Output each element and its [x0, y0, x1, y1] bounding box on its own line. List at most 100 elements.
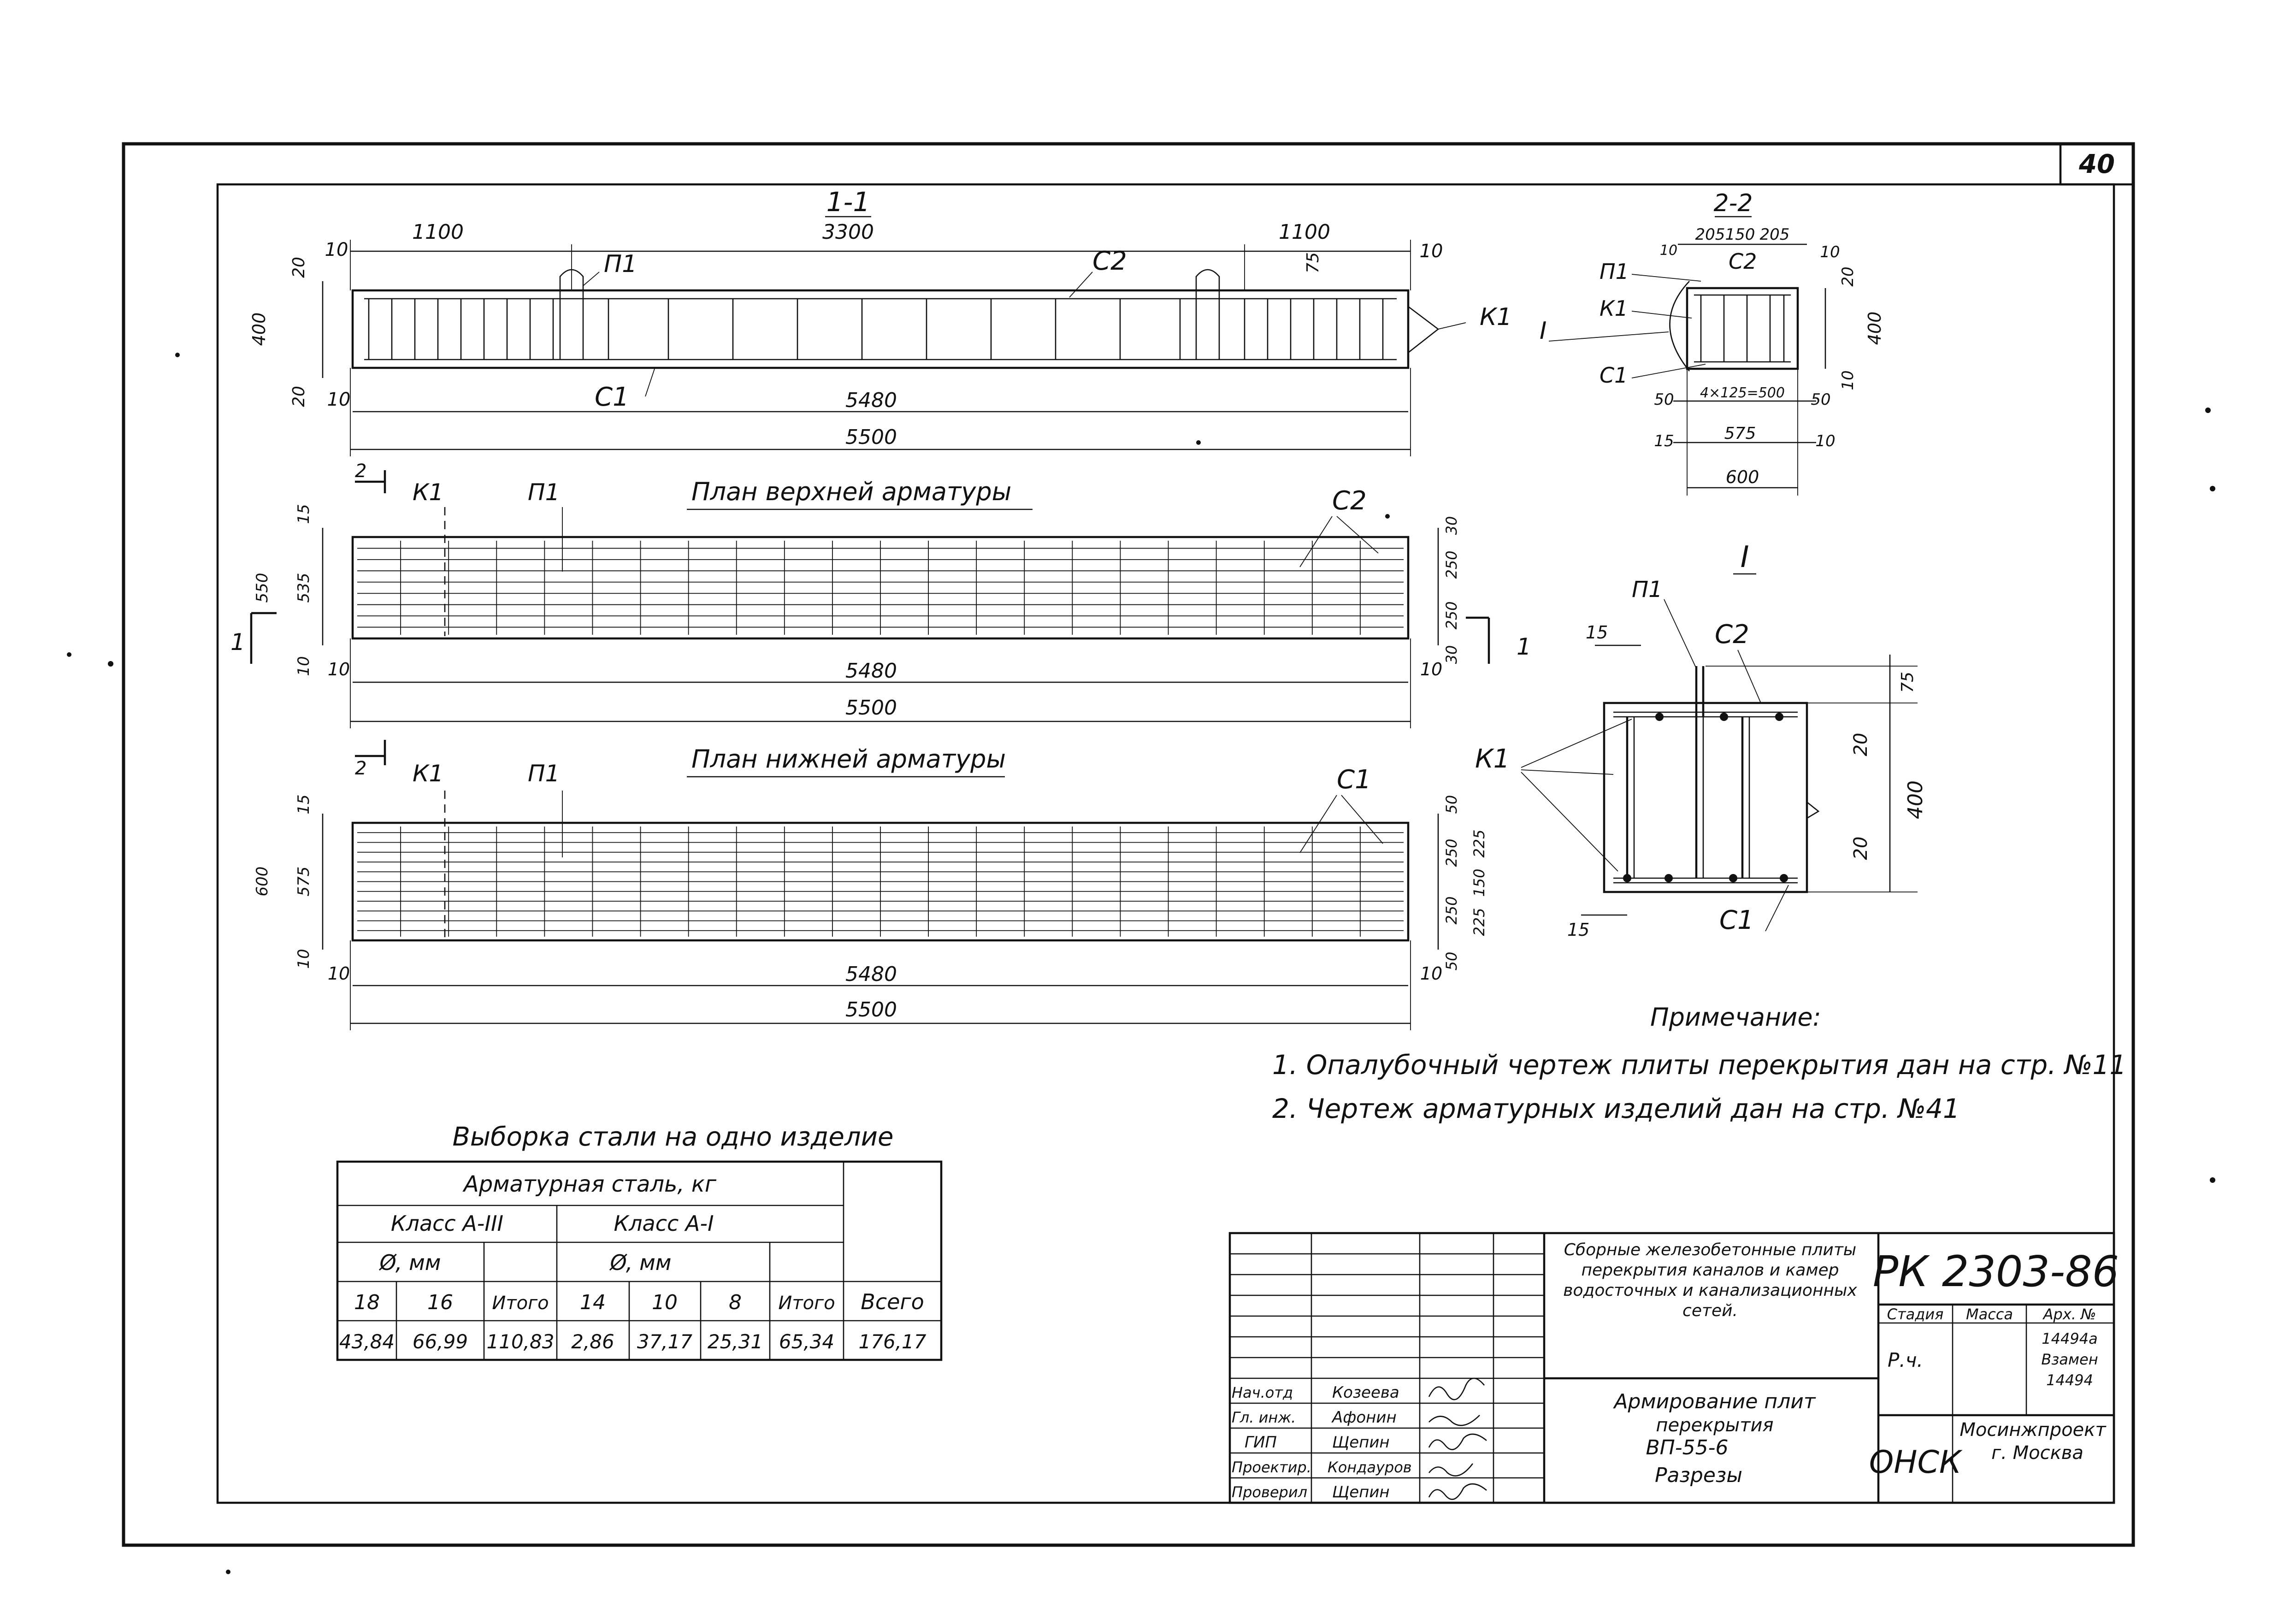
dim-22-10c: 10 [1815, 432, 1835, 450]
steel-col-total-a3: Итого [492, 1293, 549, 1314]
arch-label: Арх. № [2042, 1305, 2096, 1323]
beam-section-outline [351, 289, 1410, 369]
dim-22-575: 575 [1724, 424, 1756, 443]
steel-table-title: Выборка стали на одно изделие [452, 1122, 893, 1152]
org-name-2: г. Москва [1991, 1442, 2084, 1464]
note-1: 1. Опалубочный чертеж плиты перекрытия д… [1272, 1049, 2126, 1081]
top-dim-535: 535 [295, 573, 313, 603]
steel-col-8: 8 [729, 1291, 742, 1314]
top-dim-10: 10 [295, 656, 313, 676]
label-22-roman: I [1540, 317, 1546, 345]
project-title-box: Сборные железобетонные плиты перекрытия … [1563, 1240, 1857, 1320]
dim-10-left: 10 [325, 239, 348, 260]
label-c2: С2 [1092, 246, 1127, 276]
detail-p1: П1 [1632, 577, 1663, 602]
top-dim-10b: 10 [328, 659, 350, 679]
signature-2 [1428, 1433, 1487, 1450]
title-block: Нач.отд Козеева Гл. инж. Афонин ГИП Щепи… [1228, 1232, 2119, 1504]
detail-k1: К1 [1475, 744, 1510, 774]
name-4: Щепин [1332, 1483, 1390, 1501]
dim-22-150: 150 [1725, 225, 1755, 244]
steel-diam-a1: Ø, мм [609, 1250, 672, 1275]
steel-class-a3: Класс А-III [391, 1211, 503, 1236]
dim-22-50b: 50 [1811, 390, 1830, 409]
bot-dim-225b: 225 [1470, 908, 1488, 936]
org-short: ОНСК [1869, 1444, 1963, 1481]
top-dim-30a: 30 [1443, 516, 1460, 535]
dim-22-10: 10 [1660, 242, 1677, 259]
bot-dim-50b: 50 [1443, 952, 1460, 971]
section-2-2-title: 2-2 [1714, 189, 1753, 217]
arch-value-2: Взамен [2041, 1351, 2098, 1368]
signature-1 [1428, 1415, 1480, 1426]
top-dim-250b: 250 [1443, 601, 1460, 629]
bottom-plan-p1: П1 [528, 760, 560, 787]
dim-400: 400 [249, 313, 269, 346]
steel-table: Выборка стали на одно изделие Арматурная… [336, 1122, 943, 1361]
signature-0 [1428, 1377, 1485, 1400]
role-3: Проектир. [1232, 1459, 1311, 1476]
section-marker-left: 1 [230, 629, 245, 656]
detail-title: I [1741, 540, 1749, 574]
steel-val-18: 43,84 [339, 1330, 395, 1353]
dim-22-600: 600 [1726, 467, 1759, 487]
sheet-title-4: Разрезы [1655, 1464, 1742, 1487]
stirrups [368, 299, 1384, 360]
top-dim-30b: 30 [1443, 645, 1460, 664]
dim-22-50a: 50 [1654, 390, 1674, 409]
top-dim-5500: 5500 [845, 696, 897, 720]
bot-dim-10r: 10 [1420, 963, 1442, 984]
dim-22-15: 15 [1654, 432, 1674, 450]
sheet-number-box [2059, 142, 2135, 186]
bottom-plan: План нижней арматуры 2 К1 П1 С1 15 600 5… [253, 740, 1488, 1030]
section-2-2: 2-2 10 205 150 205 10 I П1 С2 К1 С1 20 4… [1540, 189, 1885, 496]
bot-dim-575: 575 [295, 867, 313, 897]
stage-value: Р.ч. [1888, 1349, 1923, 1371]
label-22-p1: П1 [1600, 259, 1629, 284]
bottom-plan-outline [351, 821, 1410, 942]
detail-dim-15b: 15 [1567, 920, 1589, 940]
section-1-1: 1-1 1100 3300 1100 10 10 75 [249, 186, 1512, 456]
detail-c1: С1 [1719, 905, 1754, 935]
dim-20-bottom: 20 [289, 386, 308, 407]
role-2: ГИП [1245, 1433, 1277, 1452]
dim-5480: 5480 [845, 389, 897, 412]
sheet-title-3: ВП-55-6 [1646, 1436, 1728, 1459]
note-2: 2. Чертеж арматурных изделий дан на стр.… [1272, 1093, 1960, 1124]
bottom-plan-marker: 2 [355, 758, 366, 779]
sheet-number: 40 [2078, 149, 2115, 179]
dim-22-20: 20 [1839, 266, 1857, 286]
name-2: Щепин [1332, 1433, 1390, 1452]
bot-dim-10: 10 [295, 949, 313, 968]
bot-dim-600: 600 [253, 867, 272, 897]
detail-dim-15a: 15 [1586, 622, 1608, 643]
steel-col-total-a1: Итого [778, 1293, 835, 1314]
steel-val-10: 37,17 [637, 1330, 693, 1353]
steel-diam-a3: Ø, мм [379, 1250, 441, 1275]
bot-dim-250a: 250 [1443, 839, 1460, 867]
top-plan-marker: 2 [355, 461, 366, 482]
bot-dim-50a: 50 [1443, 795, 1460, 814]
stage-label: Стадия [1887, 1305, 1944, 1323]
bot-dim-250b: 250 [1443, 896, 1460, 924]
dim-75: 75 [1304, 252, 1322, 273]
bottom-plan-c1: С1 [1337, 765, 1371, 795]
sheet-title-2: перекрытия [1656, 1415, 1773, 1436]
dim-22-400: 400 [1865, 312, 1885, 345]
steel-col-10: 10 [652, 1291, 678, 1314]
name-1: Афонин [1331, 1408, 1397, 1427]
bot-dim-225a: 225 [1470, 829, 1488, 857]
steel-val-8: 25,31 [708, 1330, 763, 1353]
detail-dim-75: 75 [1898, 672, 1917, 693]
steel-header-main: Арматурная сталь, кг [462, 1171, 717, 1197]
inner-frame [216, 183, 2115, 1504]
bot-dim-5500: 5500 [845, 998, 897, 1022]
steel-val-total-a1: 65,34 [779, 1330, 834, 1353]
dim-22-205a: 205 [1695, 225, 1725, 244]
dim-20-top: 20 [289, 257, 308, 278]
section-marker-right: 1 [1517, 633, 1531, 660]
steel-val-16: 66,99 [413, 1330, 468, 1353]
top-dim-550: 550 [253, 573, 272, 603]
top-dim-15: 15 [295, 504, 313, 524]
dim-22-10r: 10 [1820, 243, 1840, 261]
